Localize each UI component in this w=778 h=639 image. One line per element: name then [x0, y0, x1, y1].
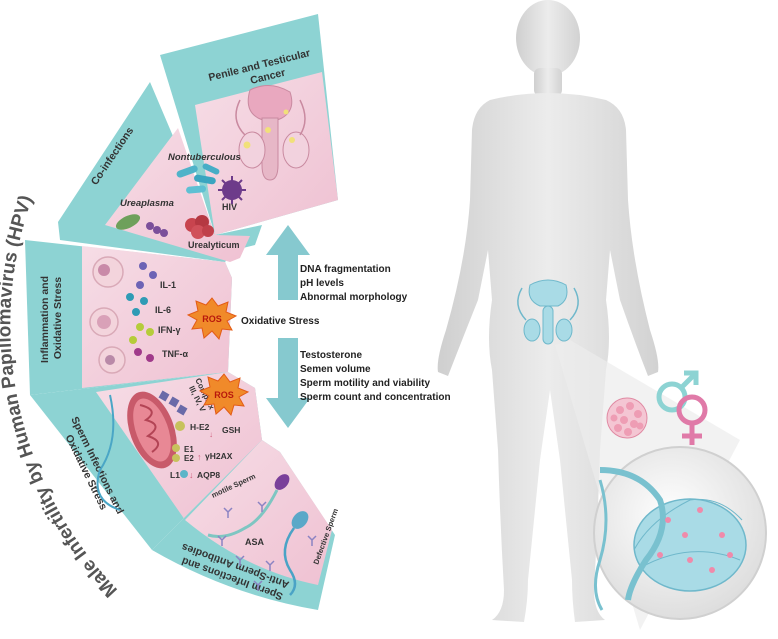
aqp8-arrow-icon: ↓ [189, 470, 194, 480]
body-reproductive-icon [517, 279, 579, 345]
hpv-virus-icon [606, 397, 648, 439]
label-l1: L1 [170, 470, 180, 480]
organism-hiv: HIV [222, 202, 237, 212]
ros-label-1: ROS [202, 314, 222, 324]
segment-inflammation: Inflammation and Oxidative Stress IL-1 I… [25, 240, 238, 395]
asa-label: ASA [245, 537, 265, 547]
marker-dot-e2 [172, 454, 180, 462]
male-reproductive-icon [235, 85, 310, 181]
gender-symbol-icon [656, 370, 708, 445]
ureaplasma-icon [115, 214, 168, 237]
ros-burst-icon-2: ROS [198, 373, 250, 417]
defective-sperm-icon [283, 511, 309, 596]
down-arrow [266, 338, 310, 428]
human-body-figure [437, 0, 659, 622]
up-arrow [266, 225, 310, 300]
oxidative-stress-label: Oxidative Stress [241, 316, 320, 327]
label-h2ax: γH2AX [205, 451, 233, 461]
complex-proteins-icon [158, 390, 188, 416]
svg-text:Inflammation and Oxidati: Inflammation and Oxidative Stress [39, 273, 64, 363]
marker-dot [175, 421, 185, 431]
gsh-arrow-icon: ↓ [209, 430, 213, 439]
h2ax-arrow-icon: ↑ [197, 452, 202, 462]
cytokine-dots-icon [126, 262, 157, 362]
antibody-icons [217, 501, 317, 591]
inflammation-label-2: Oxidative Stress [52, 277, 64, 359]
cytokine-il6: IL-6 [155, 305, 171, 315]
cytokine-ifn: IFN-γ [158, 325, 181, 335]
effect-sperm-count: Sperm count and concentration [300, 392, 451, 403]
segment-antibodies: Sperm Infections and Anti-Sperm Antibodi… [152, 440, 340, 610]
immune-cell-icon [89, 256, 126, 374]
mitochondria-icon [96, 391, 177, 511]
label-gsh: GSH [222, 425, 240, 435]
effect-abnormal-morphology: Abnormal morphology [300, 292, 408, 303]
marker-dot-l1 [180, 470, 188, 478]
marker-dot-e1 [172, 444, 180, 452]
effect-sperm-motility: Sperm motility and viability [300, 378, 430, 389]
label-e2: E2 [184, 454, 194, 463]
ros-label-2: ROS [214, 390, 234, 400]
organism-nontuberculous: Nontuberculous [168, 152, 241, 163]
label-e1: E1 [184, 445, 194, 454]
hiv-icon [218, 176, 246, 204]
effect-testosterone: Testosterone [300, 350, 362, 361]
organism-urealyticum: Urealyticum [188, 240, 240, 250]
label-aqp8: AQP8 [197, 470, 220, 480]
effect-ph-levels: pH levels [300, 278, 344, 289]
organism-ureaplasma: Ureaplasma [120, 198, 174, 209]
label-he2: H-E2 [190, 422, 210, 432]
magnified-testis [593, 446, 767, 620]
inflammation-label-1: Inflammation and [39, 276, 51, 363]
urealyticum-icon [185, 215, 214, 239]
cytokine-tnf: TNF-α [162, 349, 188, 359]
bacteria-icon [176, 163, 220, 194]
ros-burst-icon: ROS [186, 297, 238, 341]
cytokine-il1: IL-1 [160, 280, 176, 290]
effect-dna-fragmentation: DNA fragmentation [300, 264, 391, 275]
effect-semen-volume: Semen volume [300, 364, 371, 375]
